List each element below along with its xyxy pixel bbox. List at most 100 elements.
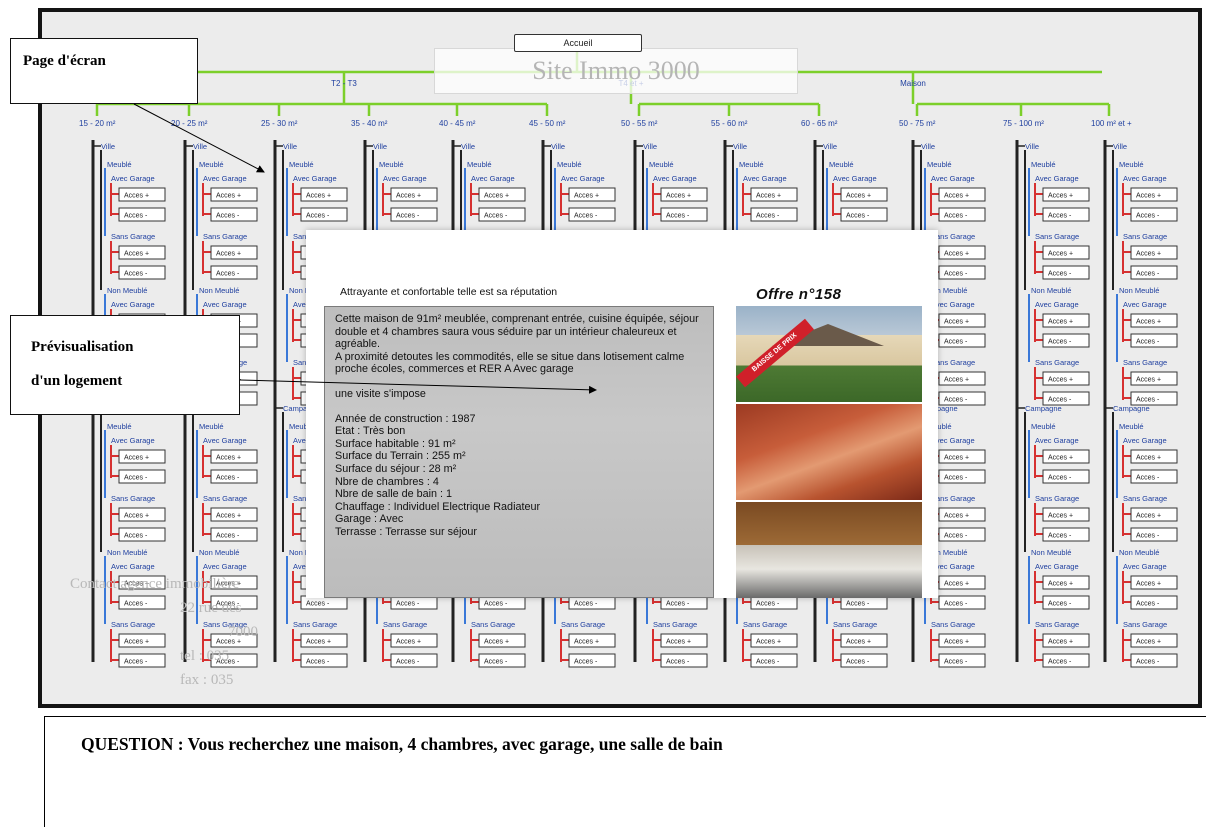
- access-button[interactable]: [1042, 575, 1090, 590]
- access-button[interactable]: [1130, 187, 1178, 202]
- access-button[interactable]: [118, 469, 166, 484]
- access-button[interactable]: [1042, 391, 1090, 406]
- access-button[interactable]: [300, 653, 348, 668]
- access-button[interactable]: [210, 653, 258, 668]
- access-button[interactable]: [210, 207, 258, 222]
- access-button[interactable]: [210, 245, 258, 260]
- access-button[interactable]: [938, 449, 986, 464]
- access-button[interactable]: [300, 187, 348, 202]
- access-button[interactable]: [1130, 313, 1178, 328]
- access-button[interactable]: [300, 633, 348, 648]
- access-button[interactable]: [210, 633, 258, 648]
- access-button[interactable]: [750, 187, 798, 202]
- access-button[interactable]: [118, 245, 166, 260]
- access-button[interactable]: [840, 633, 888, 648]
- kitchen-photo[interactable]: [736, 502, 922, 598]
- access-button[interactable]: [568, 207, 616, 222]
- access-button[interactable]: [938, 507, 986, 522]
- access-button[interactable]: [750, 653, 798, 668]
- access-button[interactable]: [938, 333, 986, 348]
- access-button[interactable]: [118, 595, 166, 610]
- access-button[interactable]: [938, 595, 986, 610]
- access-button[interactable]: [660, 207, 708, 222]
- access-button[interactable]: [1042, 595, 1090, 610]
- access-button[interactable]: [1042, 469, 1090, 484]
- access-button[interactable]: [210, 265, 258, 280]
- access-button[interactable]: [1130, 507, 1178, 522]
- access-button[interactable]: [478, 633, 526, 648]
- access-button[interactable]: [938, 187, 986, 202]
- access-button[interactable]: [938, 469, 986, 484]
- access-button[interactable]: [938, 633, 986, 648]
- access-button[interactable]: [300, 207, 348, 222]
- access-button[interactable]: [1130, 391, 1178, 406]
- access-button[interactable]: [750, 633, 798, 648]
- access-button[interactable]: [840, 187, 888, 202]
- access-button[interactable]: [210, 187, 258, 202]
- access-button[interactable]: [1130, 245, 1178, 260]
- access-button[interactable]: [568, 187, 616, 202]
- access-button[interactable]: [210, 575, 258, 590]
- access-button[interactable]: [568, 633, 616, 648]
- access-button[interactable]: [1042, 313, 1090, 328]
- access-button[interactable]: [660, 187, 708, 202]
- access-button[interactable]: [1130, 371, 1178, 386]
- access-button[interactable]: [938, 371, 986, 386]
- access-button[interactable]: [840, 207, 888, 222]
- access-button[interactable]: [210, 527, 258, 542]
- access-button[interactable]: [118, 507, 166, 522]
- access-button[interactable]: [478, 653, 526, 668]
- access-button[interactable]: [1130, 653, 1178, 668]
- access-button[interactable]: [938, 575, 986, 590]
- listing-preview[interactable]: Attrayante et confortable telle est sa r…: [306, 230, 938, 598]
- access-button[interactable]: [118, 575, 166, 590]
- access-button[interactable]: [1130, 333, 1178, 348]
- access-button[interactable]: [1130, 469, 1178, 484]
- access-button[interactable]: [390, 207, 438, 222]
- access-button[interactable]: [1130, 633, 1178, 648]
- access-button[interactable]: [1042, 333, 1090, 348]
- access-button[interactable]: [938, 265, 986, 280]
- access-button[interactable]: [210, 469, 258, 484]
- access-button[interactable]: [118, 207, 166, 222]
- access-button[interactable]: [938, 245, 986, 260]
- access-button[interactable]: [210, 507, 258, 522]
- access-button[interactable]: [118, 187, 166, 202]
- access-button[interactable]: [118, 527, 166, 542]
- access-button[interactable]: [1042, 187, 1090, 202]
- access-button[interactable]: [210, 595, 258, 610]
- access-button[interactable]: [1042, 527, 1090, 542]
- access-button[interactable]: [660, 653, 708, 668]
- access-button[interactable]: [1130, 527, 1178, 542]
- access-button[interactable]: [1042, 633, 1090, 648]
- access-button[interactable]: [1130, 595, 1178, 610]
- access-button[interactable]: [390, 653, 438, 668]
- access-button[interactable]: [390, 187, 438, 202]
- access-button[interactable]: [938, 313, 986, 328]
- access-button[interactable]: [1130, 265, 1178, 280]
- access-button[interactable]: [118, 449, 166, 464]
- access-button[interactable]: [750, 207, 798, 222]
- access-button[interactable]: [1042, 207, 1090, 222]
- access-button[interactable]: [118, 653, 166, 668]
- access-button[interactable]: [1042, 265, 1090, 280]
- access-button[interactable]: [1042, 245, 1090, 260]
- access-button[interactable]: [840, 653, 888, 668]
- access-button[interactable]: [1130, 449, 1178, 464]
- access-button[interactable]: [568, 653, 616, 668]
- home-button[interactable]: Accueil: [514, 34, 642, 52]
- access-button[interactable]: [478, 187, 526, 202]
- access-button[interactable]: [938, 653, 986, 668]
- access-button[interactable]: [1042, 507, 1090, 522]
- access-button[interactable]: [390, 633, 438, 648]
- access-button[interactable]: [118, 633, 166, 648]
- access-button[interactable]: [1042, 449, 1090, 464]
- access-button[interactable]: [118, 265, 166, 280]
- access-button[interactable]: [938, 391, 986, 406]
- access-button[interactable]: [660, 633, 708, 648]
- access-button[interactable]: [1130, 207, 1178, 222]
- access-button[interactable]: [210, 449, 258, 464]
- house-exterior-photo[interactable]: BAISSE DE PRIX: [736, 306, 922, 402]
- living-room-photo[interactable]: [736, 404, 922, 500]
- access-button[interactable]: [1042, 653, 1090, 668]
